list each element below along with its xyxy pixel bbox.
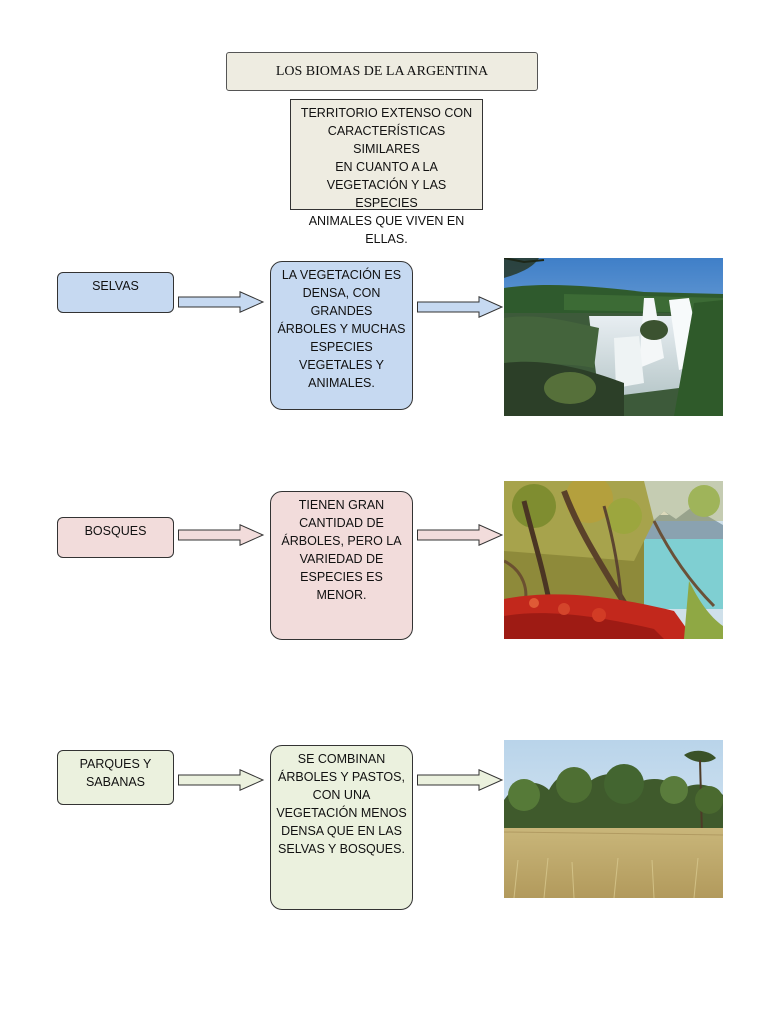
page-title-text: LOS BIOMAS DE LA ARGENTINA <box>275 63 489 79</box>
arrow-right-icon <box>417 524 504 546</box>
page-title: LOS BIOMAS DE LA ARGENTINA <box>226 52 538 91</box>
savanna-grassland-photo <box>504 740 723 898</box>
forest-lake-photo <box>504 481 723 639</box>
arrow-right-icon <box>178 291 265 313</box>
arrow-right-icon <box>417 769 504 791</box>
biome-description-bosques: TIENEN GRAN CANTIDAD DE ÁRBOLES, PERO LA… <box>270 491 413 640</box>
arrow-right-icon <box>178 769 265 791</box>
biome-label-parques-y-sabanas: PARQUES Y SABANAS <box>57 750 174 805</box>
arrow-right-icon <box>417 296 504 318</box>
biome-description-selvas: LA VEGETACIÓN ES DENSA, CON GRANDES ÁRBO… <box>270 261 413 410</box>
waterfall-jungle-photo <box>504 258 723 416</box>
arrow-right-icon <box>178 524 265 546</box>
biome-label-bosques: BOSQUES <box>57 517 174 558</box>
biome-definition-box: TERRITORIO EXTENSO CON CARACTERÍSTICAS S… <box>290 99 483 246</box>
biome-description-parques-y-sabanas: SE COMBINAN ÁRBOLES Y PASTOS, CON UNA VE… <box>270 745 413 910</box>
biome-label-selvas: SELVAS <box>57 272 174 313</box>
